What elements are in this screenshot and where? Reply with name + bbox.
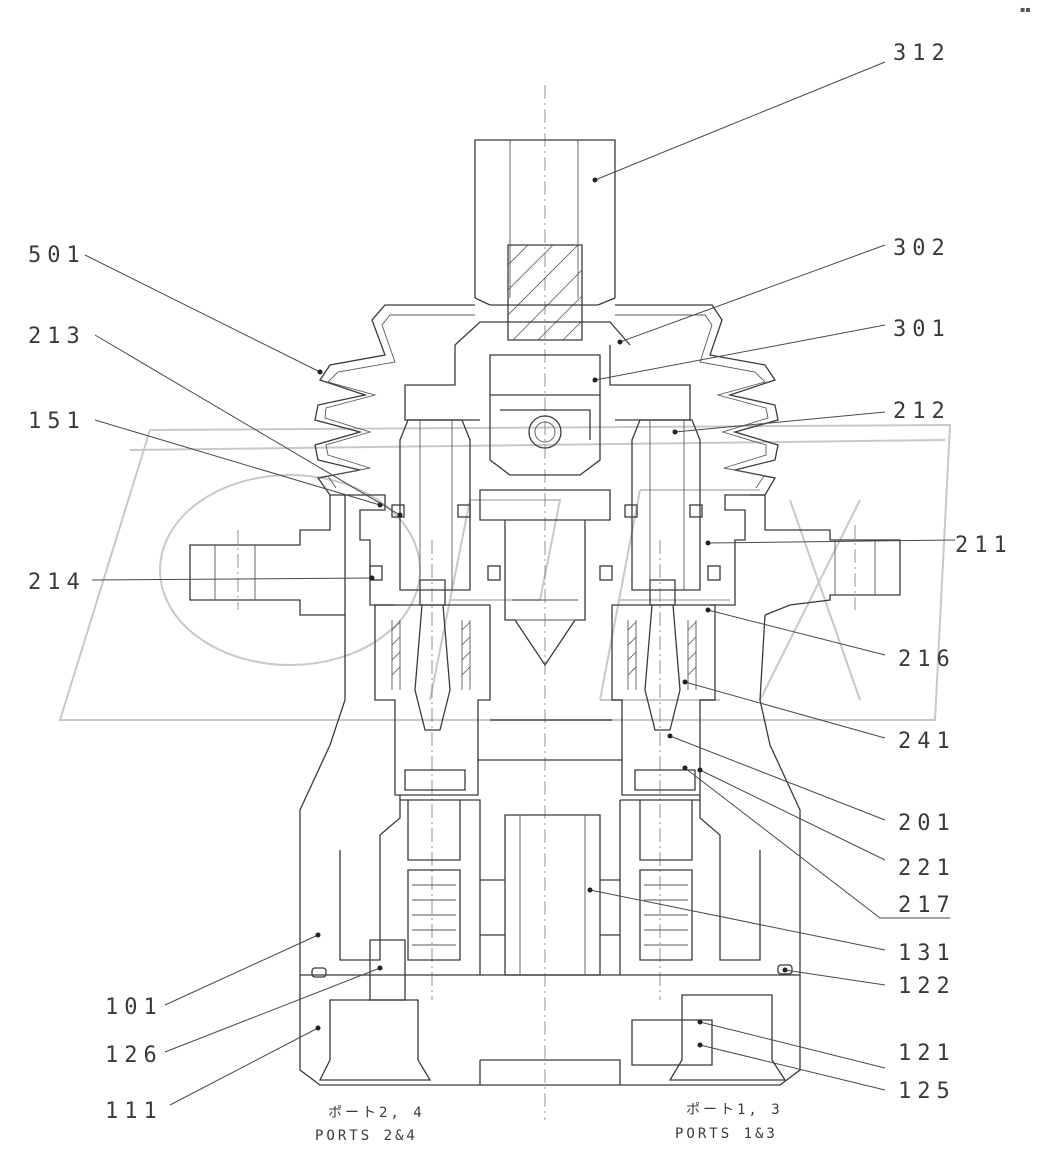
left-port-en: PORTS 2&4 xyxy=(315,1128,418,1144)
label-111: 111 xyxy=(105,1099,163,1124)
port-captions: ポート2, 4 PORTS 2&4 ポート1, 3 PORTS 1&3 xyxy=(315,1102,783,1144)
spring-chamber-left xyxy=(374,579,491,796)
spring-chamber-right xyxy=(611,579,716,796)
label-241: 241 xyxy=(898,729,956,754)
label-221: 221 xyxy=(898,856,956,881)
central-cone xyxy=(504,520,586,667)
lever-312 xyxy=(474,139,616,341)
left-port-jp: ポート2, 4 xyxy=(328,1105,425,1121)
label-121: 121 xyxy=(898,1041,956,1066)
label-126: 126 xyxy=(105,1043,163,1068)
watermark xyxy=(58,423,952,721)
label-301: 301 xyxy=(893,317,951,342)
leader-dots xyxy=(315,177,788,1048)
label-216: 216 xyxy=(898,647,956,672)
right-port-jp: ポート1, 3 xyxy=(686,1102,783,1118)
label-213: 213 xyxy=(28,324,86,349)
spring-seat-bar xyxy=(478,719,622,761)
label-302: 302 xyxy=(893,236,951,261)
corner-mark: ▪▪ xyxy=(1020,5,1031,14)
leader-lines xyxy=(84,61,956,1106)
label-151: 151 xyxy=(28,409,86,434)
label-125: 125 xyxy=(898,1079,956,1104)
label-501: 501 xyxy=(28,243,86,268)
part-numbers: 312 501 302 213 301 151 212 214 211 216 … xyxy=(28,41,1013,1124)
label-212: 212 xyxy=(893,399,951,424)
body-101 xyxy=(299,614,801,976)
right-port-en: PORTS 1&3 xyxy=(675,1126,778,1142)
label-217: 217 xyxy=(898,893,956,918)
pusher-right xyxy=(631,419,701,591)
label-201: 201 xyxy=(898,811,956,836)
label-312: 312 xyxy=(893,41,951,66)
boot-501 xyxy=(314,304,779,496)
label-122: 122 xyxy=(898,974,956,999)
label-211: 211 xyxy=(955,533,1013,558)
pusher-left xyxy=(399,419,471,591)
label-101: 101 xyxy=(105,995,163,1020)
plate-assembly xyxy=(404,321,691,476)
port-plate-111 xyxy=(299,939,801,1086)
casing-upper xyxy=(189,489,901,616)
label-131: 131 xyxy=(898,941,956,966)
label-214: 214 xyxy=(28,570,86,595)
